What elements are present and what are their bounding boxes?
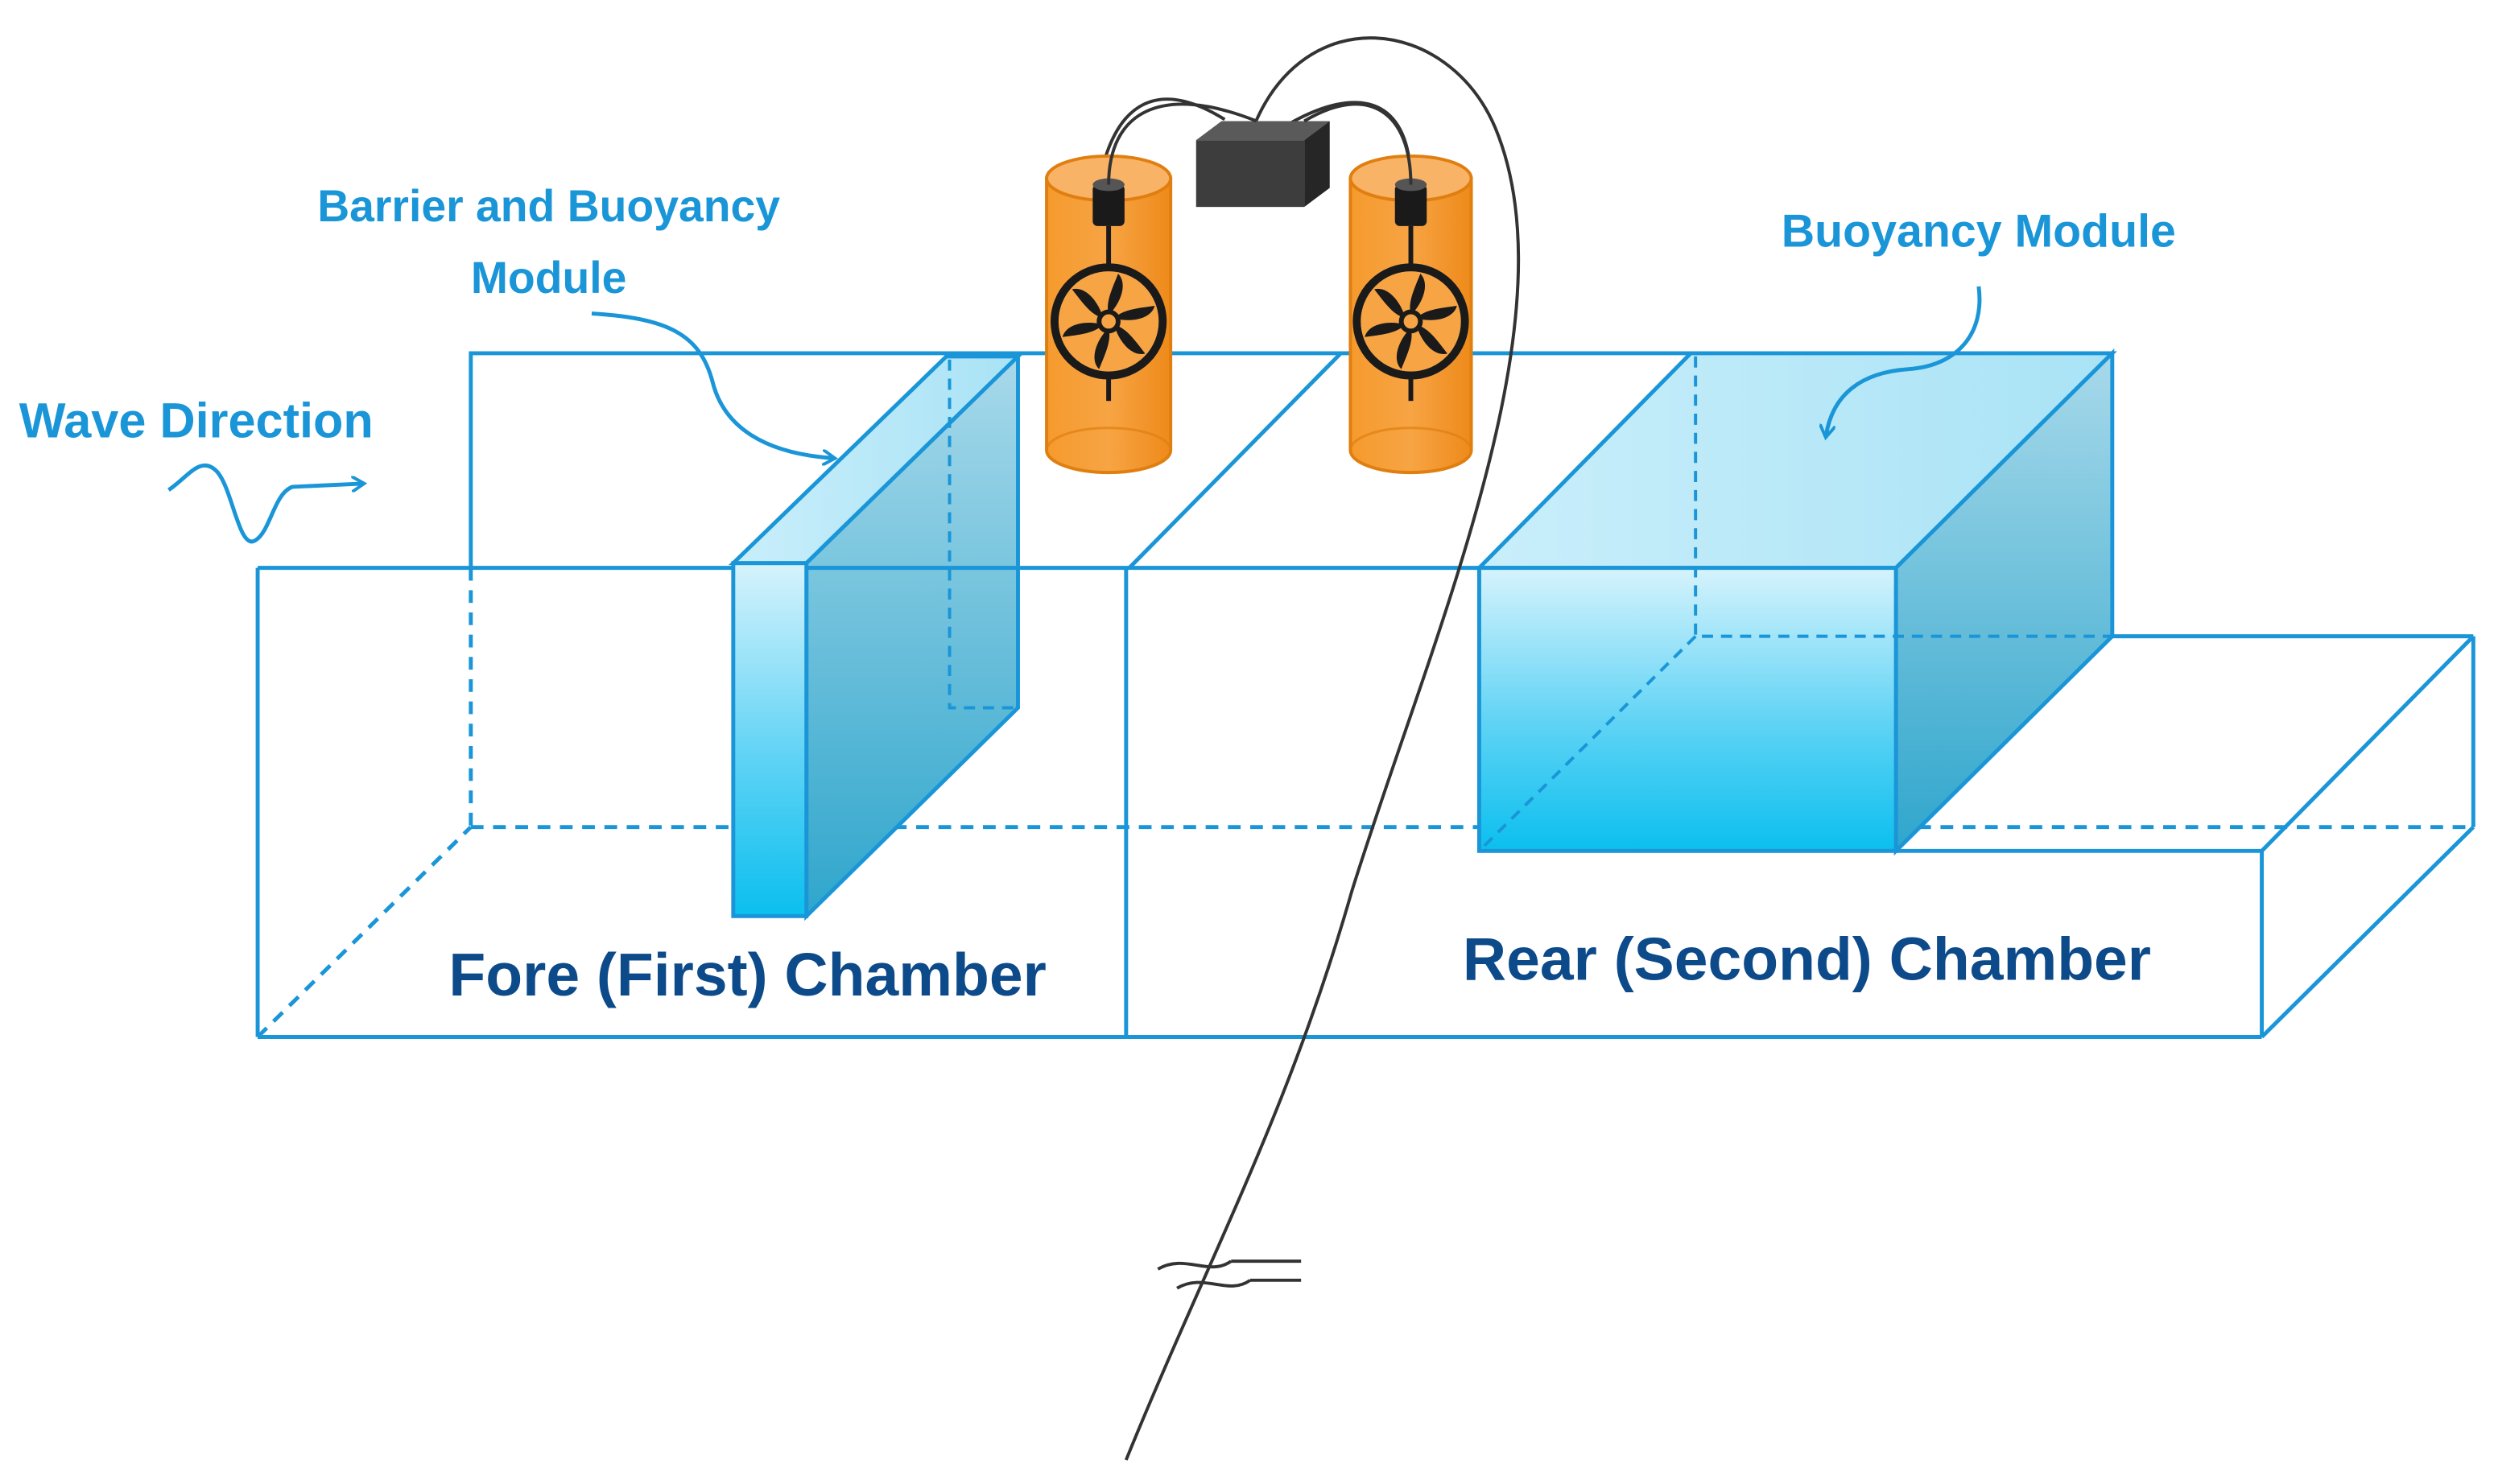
turbine-fan-icon <box>1352 263 1469 380</box>
barrier-buoyancy-module <box>728 352 1023 921</box>
label-fore-chamber: Fore (First) Chamber <box>448 941 1046 1008</box>
turbine-right <box>1348 154 1473 475</box>
label-wave-direction: Wave Direction <box>19 394 374 448</box>
label-barrier-buoyancy-line2: Module <box>471 253 627 303</box>
wave-icon <box>167 464 362 544</box>
cable-break-icon <box>1157 1259 1302 1290</box>
generator-icon <box>1092 178 1125 265</box>
turbine-wires <box>1107 102 1413 185</box>
turbine-left <box>1045 154 1173 475</box>
label-barrier-buoyancy-line1: Barrier and Buoyancy <box>317 181 780 231</box>
rear-buoyancy-module <box>1474 348 2117 856</box>
callout-arrows <box>591 286 1982 459</box>
turbine-fan-icon <box>1050 263 1167 380</box>
flume-back-edges <box>256 351 2474 1039</box>
label-rear-chamber: Rear (Second) Chamber <box>1463 925 2151 992</box>
flume-front-edges <box>255 566 2475 1039</box>
control-box-icon <box>1195 121 1330 208</box>
buoyancy-callout-arrow <box>1826 286 1982 436</box>
label-buoyancy-module: Buoyancy Module <box>1782 206 2176 258</box>
barrier-callout-arrow <box>591 311 833 459</box>
